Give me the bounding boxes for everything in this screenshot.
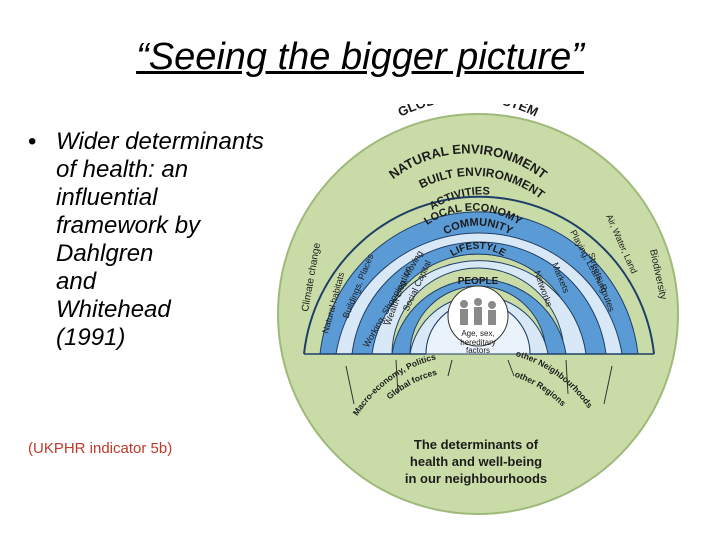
- influence-arrows: [345, 359, 613, 405]
- bullet-line: framework by: [56, 212, 201, 239]
- caption-line3: in our neighbourhoods: [405, 471, 547, 486]
- bullet-line: influential: [56, 184, 158, 211]
- bullet-line: Dahlgren: [56, 240, 154, 267]
- core-factors-line3: factors: [466, 346, 490, 355]
- outer-band-outline: [303, 195, 655, 355]
- caption-line1: The determinants of: [414, 437, 539, 452]
- core-factors-line1: Age, sex,: [461, 329, 494, 338]
- slide-title: “Seeing the bigger picture”: [136, 36, 584, 78]
- indicator-note: (UKPHR indicator 5b): [28, 440, 173, 457]
- bullet-line: (1991): [56, 324, 126, 351]
- bullet-dot-icon: •: [28, 128, 37, 155]
- bullet-line: Whitehead: [56, 296, 171, 323]
- determinants-diagram: GLOBAL ECOSYSTEM NATURAL ENVIRONMENT BUI…: [268, 89, 688, 522]
- people-silhouettes-icon: [460, 298, 496, 325]
- bullet-line: Wider determinants: [56, 128, 264, 155]
- bullet-line: of health: an: [56, 156, 189, 183]
- determinants-svg: GLOBAL ECOSYSTEM NATURAL ENVIRONMENT BUI…: [277, 89, 679, 515]
- bullet-list: • Wider determinants of health: an influ…: [28, 128, 308, 352]
- bullet-line: and: [56, 268, 97, 295]
- bullet-item: • Wider determinants of health: an influ…: [28, 128, 308, 352]
- caption-line2: health and well-being: [410, 454, 542, 469]
- core-factors-line2: hereditary: [460, 338, 496, 347]
- people-label: PEOPLE: [458, 276, 499, 287]
